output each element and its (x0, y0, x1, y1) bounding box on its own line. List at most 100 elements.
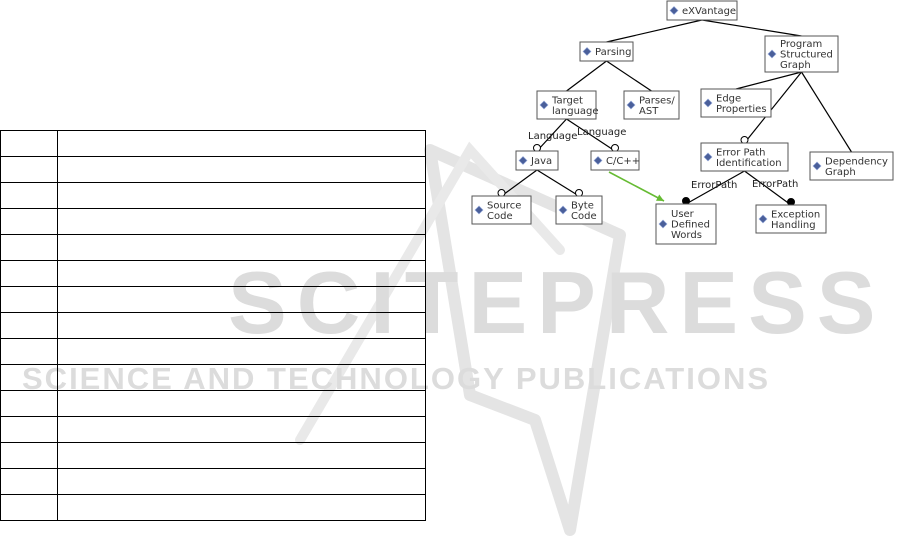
node-label: C/C++ (606, 156, 640, 167)
node-label: Exception (771, 209, 820, 220)
node-label: Graph (780, 60, 811, 71)
node-label: Defined (671, 220, 710, 231)
feature-diamond-icon (703, 152, 713, 162)
node-box (536, 90, 597, 120)
node-box (700, 88, 772, 118)
edge-program_structured_graph-dependency_graph (800, 71, 853, 153)
feature-diamond-icon (812, 161, 822, 171)
feature-diamond-icon (658, 219, 668, 229)
node-c-cpp[interactable]: C/C++ (590, 150, 640, 171)
node-label: Target (551, 95, 583, 106)
table-row (0, 468, 426, 495)
empty-table (0, 130, 426, 521)
edge-label-language-right: Language (577, 127, 626, 138)
requires-arrowhead (656, 194, 664, 201)
table-cell (57, 390, 426, 417)
feature-diamond-icon (593, 156, 603, 165)
node-label: Dependency (825, 156, 888, 167)
feature-diamond-icon (518, 156, 528, 165)
table-cell (0, 312, 58, 339)
requires-edge (608, 171, 665, 202)
edge-program_structured_graph-edge_properties (735, 71, 802, 90)
node-label: Identification (716, 158, 782, 169)
node-box (666, 0, 738, 21)
node-box (579, 41, 634, 62)
feature-diamond-icon (758, 214, 768, 224)
node-label: Byte (571, 200, 594, 211)
feature-diamond-icon (474, 205, 484, 215)
edge-exvantage-program_structured_graph (701, 19, 802, 37)
table-row (0, 494, 426, 521)
node-box (755, 204, 827, 234)
feature-diamond-icon (626, 100, 636, 110)
optional-marker (740, 136, 749, 144)
node-label: Parsing (595, 47, 632, 58)
node-box (809, 151, 894, 181)
node-label: Parses/ (639, 95, 675, 106)
node-parsing[interactable]: Parsing (579, 41, 634, 62)
feature-diamond-icon (582, 47, 592, 56)
table-cell (57, 338, 426, 365)
edge-parsing-target_language (566, 60, 607, 92)
feature-diamond-icon (558, 205, 568, 215)
node-label: Words (671, 230, 702, 241)
node-box (590, 150, 640, 171)
edge-target_language-c_cpp (566, 118, 616, 152)
node-label: Source (487, 200, 521, 211)
optional-marker (497, 189, 506, 197)
optional-marker (533, 144, 541, 152)
node-java[interactable]: Java (515, 150, 559, 171)
edge-program_structured_graph-error_path_identification (744, 71, 802, 144)
mandatory-marker (787, 198, 795, 206)
edge-error_path_identification-exception_handling (744, 170, 792, 206)
feature-diamond-icon (669, 6, 679, 15)
node-label: Java (530, 156, 552, 167)
node-label: Program (780, 39, 822, 50)
node-box (515, 150, 559, 171)
node-label: Edge (716, 93, 741, 104)
table-row (0, 130, 426, 157)
table-cell (57, 364, 426, 391)
table-row (0, 312, 426, 339)
edge-target_language-java (536, 118, 567, 152)
node-parses-ast[interactable]: Parses/AST (623, 90, 680, 120)
mandatory-marker (682, 197, 690, 205)
nodes: eXVantageParsingProgramStructuredGraphTa… (471, 0, 894, 245)
edge-label-errorpath-right: ErrorPath (752, 179, 798, 190)
node-label: language (552, 106, 599, 117)
edges (497, 19, 853, 206)
node-box (700, 142, 789, 172)
table-cell (57, 494, 426, 521)
node-exvantage[interactable]: eXVantage (666, 0, 738, 21)
table-cell (0, 234, 58, 261)
edge-label-errorpath-left: ErrorPath (691, 180, 737, 191)
edge-label-language-left: Language (528, 131, 577, 142)
node-label: Properties (716, 104, 767, 115)
feature-diamond-icon (539, 100, 549, 110)
edge-exvantage-parsing (606, 19, 703, 43)
node-label: Error Path (716, 147, 766, 158)
feature-diamond-icon (767, 49, 777, 59)
table-cell (0, 494, 58, 521)
table-row (0, 390, 426, 417)
node-box (764, 35, 839, 73)
optional-marker (611, 144, 619, 152)
table-row (0, 338, 426, 365)
table-row (0, 364, 426, 391)
node-label: User (671, 209, 695, 220)
node-label: Structured (780, 50, 833, 61)
node-label: Graph (825, 167, 856, 178)
table-cell (57, 312, 426, 339)
optional-marker (575, 189, 583, 197)
